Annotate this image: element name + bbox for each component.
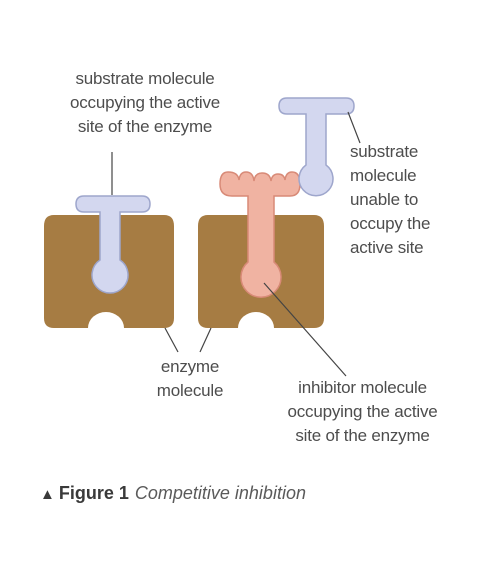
label-line: molecule xyxy=(156,381,224,400)
label-line: substrate xyxy=(350,142,419,161)
label-line: unable to xyxy=(350,190,419,209)
label-line: substrate molecule xyxy=(75,69,215,88)
inhibitor-molecule xyxy=(219,171,301,298)
leader-line-enzyme-left xyxy=(164,327,179,353)
figure-number: Figure 1 xyxy=(58,483,129,503)
free-substrate-molecule xyxy=(278,97,355,197)
leader-line-free-substrate xyxy=(347,111,361,144)
leader-line-enzyme-right xyxy=(199,327,212,353)
label-enzyme: enzyme molecule xyxy=(130,355,250,403)
label-line: site of the enzyme xyxy=(295,426,430,445)
label-line: active site xyxy=(350,238,424,257)
label-line: site of the enzyme xyxy=(77,117,213,136)
label-line: inhibitor molecule xyxy=(298,378,427,397)
label-substrate-unable: substrate molecule unable to occupy the … xyxy=(350,140,490,260)
triangle-icon: ▲ xyxy=(40,486,55,503)
label-line: occupy the xyxy=(350,214,431,233)
label-inhibitor: inhibitor molecule occupying the active … xyxy=(250,376,475,448)
leader-line-inhibitor xyxy=(263,282,347,377)
figure-title: Competitive inhibition xyxy=(134,483,306,503)
label-line: enzyme xyxy=(160,357,220,376)
label-line: molecule xyxy=(350,166,417,185)
label-line: occupying the active xyxy=(287,402,438,421)
label-line: occupying the active xyxy=(69,93,221,112)
label-substrate-occupying: substrate molecule occupying the active … xyxy=(30,67,260,139)
substrate-in-active-site xyxy=(75,195,151,294)
